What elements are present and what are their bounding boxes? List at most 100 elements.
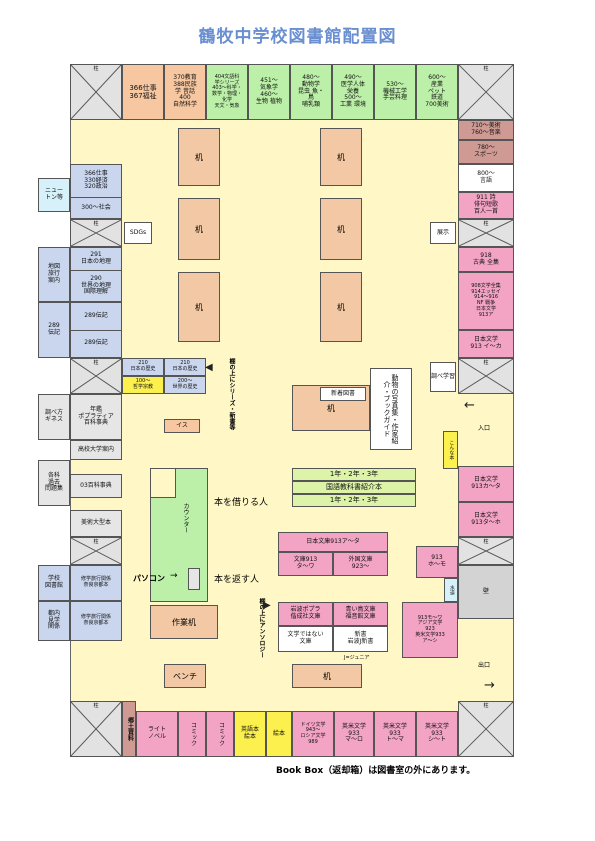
pillar-right-lower: 柱 xyxy=(458,537,514,565)
counter: カウンター xyxy=(150,468,208,602)
shelf-480: 480～動物学昆虫 魚・鳥哺乳類 xyxy=(290,64,332,120)
pillar-label: 柱 xyxy=(93,703,99,709)
shelf-research-guinness: 調べ方ギネス xyxy=(38,394,70,440)
shelf-school-trip-a: 修学旅行関係奈良京都本 xyxy=(70,565,122,601)
desk-6: 机 xyxy=(320,272,362,342)
pc-box xyxy=(188,568,200,590)
new-books-shelf: 新着図書 xyxy=(320,387,366,401)
pillar-bottom-right: 柱 xyxy=(458,701,514,757)
display-area: 展示 xyxy=(430,222,456,244)
shelf-530: 530～機械工学手芸料理 xyxy=(374,64,416,120)
desk-4: 机 xyxy=(320,128,362,186)
pillar-top-left: 柱 xyxy=(70,64,122,120)
pc-arrow-icon: → xyxy=(170,571,178,581)
desk-1: 机 xyxy=(178,128,220,186)
pillar-bottom-left: 柱 xyxy=(70,701,122,757)
shelf-university-guide: 高校大学案内 xyxy=(70,440,122,460)
anthology-note: 棚の上にアンソロジー xyxy=(258,598,265,658)
shelf-newton: ニュートン等 xyxy=(38,178,70,212)
shelf-local-materials: 郷土資料 xyxy=(122,701,136,757)
shelf-comic-b: コミック xyxy=(206,711,234,757)
pillar-label: 柱 xyxy=(93,221,99,227)
shelf-past-exams: 各科過去問題集 xyxy=(38,460,70,506)
shelf-english-picture-books: 英語本絵本 xyxy=(234,711,266,757)
shelf-light-novel: ライトノベル xyxy=(136,711,178,757)
desk-2: 机 xyxy=(178,198,220,260)
page-title: 鶴牧中学校図書館配置図 xyxy=(198,27,397,47)
pillar-label: 柱 xyxy=(483,221,489,227)
exit-arrow-icon: → xyxy=(484,678,495,693)
shelf-911: 911 詩俳句短歌百人一首 xyxy=(458,192,514,219)
water-tap: 水道 xyxy=(444,578,458,602)
book-box-note: Book Box（返却箱）は図書室の外にあります。 xyxy=(276,766,476,776)
shelf-non-literature-bunko: 文学ではない文庫 xyxy=(278,626,333,652)
counter-label: カウンター xyxy=(182,503,189,533)
shelf-shinsho: 新書岩波J新書 xyxy=(333,626,388,652)
shelf-800: 800～言語 xyxy=(458,164,514,192)
shelf-iwanami-poplar: 岩波ポプラ偕成社文庫 xyxy=(278,602,333,626)
sdgs-shelf: SDGs xyxy=(124,222,152,244)
shelf-200-world-history: 200～世界の歴史 xyxy=(164,376,206,394)
shelf-780: 780～スポーツ xyxy=(458,140,514,164)
work-desk: 作業机 xyxy=(150,605,218,639)
shelf-tokyo-visit: 都内見学関係 xyxy=(38,601,70,641)
shelf-picture-books: 絵本 xyxy=(266,711,292,757)
grade-shelf-a: 1年・2年・3年 xyxy=(292,468,416,481)
textbook-intro-shelf: 国語教科書紹介本 xyxy=(292,481,416,494)
entrance-label: 入口 xyxy=(478,425,491,432)
shelf-map-travel: 地図旅行案内 xyxy=(38,247,70,302)
animal-photo-guide-shelf: 動物の写真集・作家紹介・ブックガイド xyxy=(370,368,412,450)
research-study-area: 調べ学習 xyxy=(430,362,456,392)
shelf-yearbook: 年鑑ポプラディア百科事典 xyxy=(70,394,122,440)
bench: ベンチ xyxy=(164,664,206,688)
desk-8: 机 xyxy=(292,664,362,688)
shelf-bunko-913-ata: 日本文庫913ア～タ xyxy=(278,532,388,552)
kon-na-hon-area: こんな本 xyxy=(443,431,458,469)
borrow-label: 本を借りる人 xyxy=(214,498,269,508)
desk-3: 机 xyxy=(178,272,220,342)
pillar-left-middle: 柱 xyxy=(70,358,122,394)
exit-label: 出口 xyxy=(478,662,491,669)
shelf-100-philosophy: 100～哲学宗教 xyxy=(122,376,164,394)
pillar-label: 柱 xyxy=(483,703,489,709)
shelf-encyclopedia: 03百科事典 xyxy=(70,474,122,498)
pc-label: パソコン xyxy=(133,574,165,583)
pillar-label: 柱 xyxy=(483,360,489,366)
shelf-school-library: 学校図書館 xyxy=(38,565,70,601)
return-label: 本を返す人 xyxy=(214,575,260,585)
pillar-label: 柱 xyxy=(93,66,99,72)
entrance-arrow-icon: ← xyxy=(464,398,475,413)
shelf-school-trip-b: 修学旅行関係奈良京都本 xyxy=(70,601,122,641)
pillar-right-middle: 柱 xyxy=(458,358,514,394)
pillar-label: 柱 xyxy=(483,66,489,72)
pillar-label: 柱 xyxy=(93,360,99,366)
shelf-art-large: 美術大型本 xyxy=(70,510,122,537)
series-note: 棚の上にシリーズ・新書等 xyxy=(228,358,235,430)
pillar-left-upper: 柱 xyxy=(70,219,122,247)
junior-note: J=ジュニア xyxy=(344,655,370,661)
anthology-arrow-icon: ▶ xyxy=(263,600,271,611)
chair: イス xyxy=(164,419,200,433)
wall-area: 壁 xyxy=(458,565,514,619)
pillar-label: 柱 xyxy=(483,539,489,545)
